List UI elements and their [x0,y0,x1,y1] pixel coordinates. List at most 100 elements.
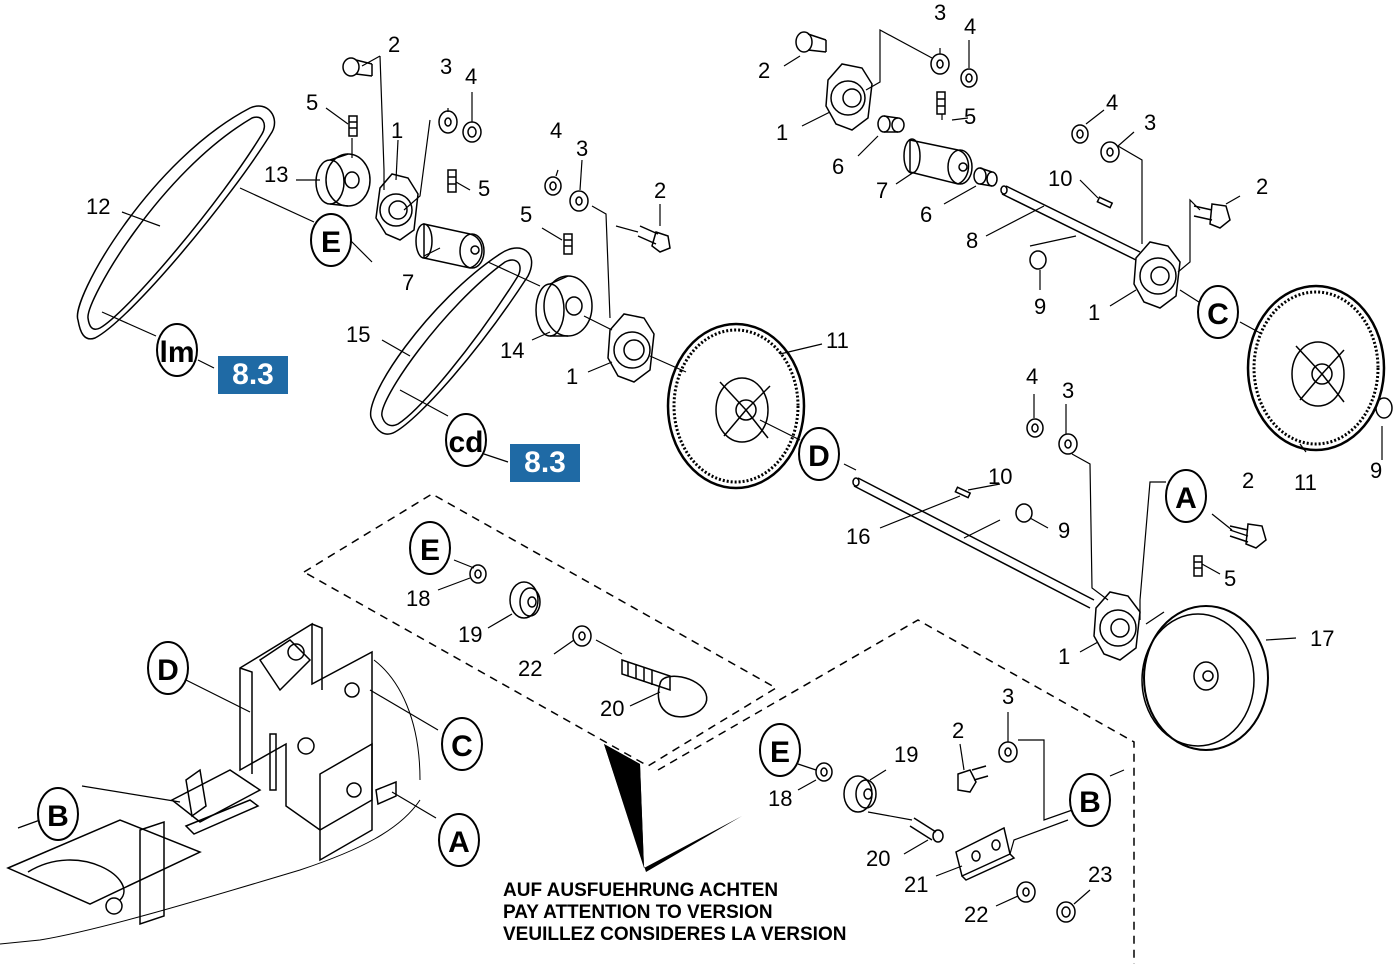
circlip-9b [1375,397,1393,419]
part-label: 15 [346,322,370,347]
part-label: 17 [1310,626,1334,651]
flange-bearing-1d [1133,241,1181,309]
version-box-2 [657,619,1135,964]
bolt-2f [957,765,989,793]
roller-19b [843,775,877,813]
part-label: 19 [458,622,482,647]
roller-19a [509,581,541,619]
callout-C2-text: C [451,730,473,763]
callout-E1: E [310,213,352,267]
part-label: 4 [550,118,562,143]
part-label: 3 [1144,110,1156,135]
part-label: 1 [1058,644,1070,669]
part-label: 2 [388,32,400,57]
part-label: 12 [86,194,110,219]
part-label: 11 [1294,470,1317,495]
bolt-20a [621,658,708,718]
hub-7a [415,223,485,269]
part-label: 3 [1002,684,1014,709]
part-label: 2 [654,178,666,203]
callout-B3: B [1069,773,1111,827]
spacer-18a [469,564,487,584]
callout-C1-text: C [1207,298,1229,331]
part-label: 5 [964,104,976,129]
part-label: 7 [876,178,888,203]
key-10a [1096,196,1114,209]
part-label: 2 [1242,468,1254,493]
bolt-2a [342,57,373,77]
callout-D1: D [798,427,840,481]
part-label: 3 [1062,378,1074,403]
part-label: 3 [576,136,588,161]
pulley-13 [315,153,371,207]
part-label: 11 [826,328,849,353]
part-label: 3 [440,54,452,79]
washer-3d [1100,141,1120,163]
part-label: 5 [520,202,532,227]
nut-4b [544,176,562,196]
part-label: 21 [904,872,928,897]
part-label: 9 [1058,518,1070,543]
bushing-6a [877,115,905,133]
bolt-2b [637,225,671,253]
part-label: 8 [966,228,978,253]
callout-E3-text: E [770,736,790,769]
part-label: 2 [1256,174,1268,199]
part-label: 6 [920,202,932,227]
part-label: 10 [1048,166,1072,191]
part-label: 4 [1106,90,1118,115]
set-screw-5d [936,91,946,115]
part-label: 4 [465,64,477,89]
part-label: 14 [500,338,524,363]
gear-11a [666,322,806,490]
part-label: 4 [964,14,976,39]
bolt-2e [1229,523,1267,549]
gear-11b [1246,284,1386,452]
callout-E1-text: E [321,226,341,259]
set-screw-5a [348,115,358,137]
flange-bearing-1e [1093,591,1141,661]
flange-bearing-1b [607,313,655,383]
hub-7b [903,138,973,185]
part-label: 5 [306,90,318,115]
callout-D2-text: D [157,654,179,687]
set-screw-5c [563,233,573,255]
callout-A2-text: A [448,826,470,859]
reference-badge-8-3-b[interactable]: 8.3 [510,444,580,482]
version-note-line-en: PAY ATTENTION TO VERSION [503,902,773,923]
part-label: 1 [776,120,788,145]
part-label: 9 [1034,294,1046,319]
callout-C1: C [1197,285,1239,339]
part-label: 18 [768,786,792,811]
pin-20b [909,817,944,843]
shaft-8 [1000,185,1141,261]
part-label: 2 [758,58,770,83]
callout-D1-text: D [808,440,830,473]
washer-3a [438,110,458,134]
part-label: 4 [1026,364,1038,389]
reference-badge-8-3-a[interactable]: 8.3 [218,356,288,394]
key-10b [954,486,972,499]
callout-cd: cd [445,413,487,467]
part-label: 18 [406,586,430,611]
callout-E2-text: E [420,534,440,567]
flange-bearing-1c [825,63,873,131]
part-label: 1 [391,118,403,143]
nut-4d [1071,124,1089,144]
part-label: 1 [1088,300,1100,325]
washer-3b [569,190,589,212]
bolt-2d [1193,203,1231,229]
bracket-21 [955,826,1016,881]
set-screw-5b [447,169,457,193]
callout-D2: D [147,641,189,695]
part-label: 22 [964,902,988,927]
belt-12 [76,105,276,340]
callout-C2: C [441,717,483,771]
part-label: 23 [1088,862,1112,887]
callout-E2: E [409,521,451,575]
callout-B2-text: B [47,800,69,833]
washer-3c [930,53,950,75]
washer-22a [572,625,592,647]
callout-B2: B [37,787,79,841]
